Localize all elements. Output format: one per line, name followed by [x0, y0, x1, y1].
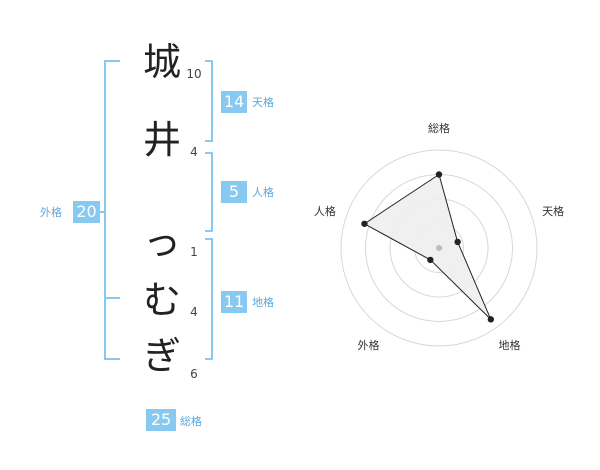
radar-axis-label: 地格 [499, 338, 521, 352]
name-char-3: っ [142, 220, 181, 264]
name-char-5: ぎ [142, 334, 181, 378]
name-char-1: 城 [142, 40, 181, 84]
tenkaku-bracket [205, 60, 213, 142]
name-char-2: 井 [142, 118, 181, 162]
gaikaku-label: 外格 [40, 206, 62, 219]
radar-axis-label: 外格 [358, 338, 380, 352]
radar-point [361, 220, 368, 227]
chikaku-label: 地格 [252, 296, 274, 309]
stroke-count-2: 4 [190, 145, 198, 159]
gaikaku-connector [100, 211, 106, 213]
radar-axis-label: 総格 [428, 121, 450, 135]
chikaku-bracket [205, 238, 213, 360]
soukaku-value: 25 [146, 409, 176, 431]
radar-center-dot [436, 245, 442, 251]
stroke-count-5: 6 [190, 367, 198, 381]
stroke-count-1: 10 [186, 67, 202, 81]
soukaku-label: 総格 [180, 415, 202, 428]
gaikaku-bracket [104, 60, 120, 360]
gaikaku-bracket-tick [104, 297, 120, 299]
radar-axis-label: 天格 [542, 204, 564, 218]
stroke-count-4: 4 [190, 305, 198, 319]
jinkaku-label: 人格 [252, 186, 274, 199]
jinkaku-value: 5 [221, 181, 247, 203]
radar-axis-label: 人格 [314, 204, 336, 218]
jinkaku-bracket [205, 152, 213, 232]
radar-point [427, 256, 434, 264]
tenkaku-value: 14 [221, 91, 247, 113]
radar-point [487, 316, 495, 323]
chikaku-value: 11 [221, 291, 247, 313]
stroke-count-3: 1 [190, 245, 198, 259]
radar-ring [340, 149, 538, 347]
name-char-4: む [142, 278, 181, 322]
radar-point [454, 238, 461, 246]
gaikaku-value: 20 [73, 201, 100, 223]
tenkaku-label: 天格 [252, 96, 274, 109]
radar-polygon [363, 173, 492, 320]
radar-point [435, 171, 443, 178]
